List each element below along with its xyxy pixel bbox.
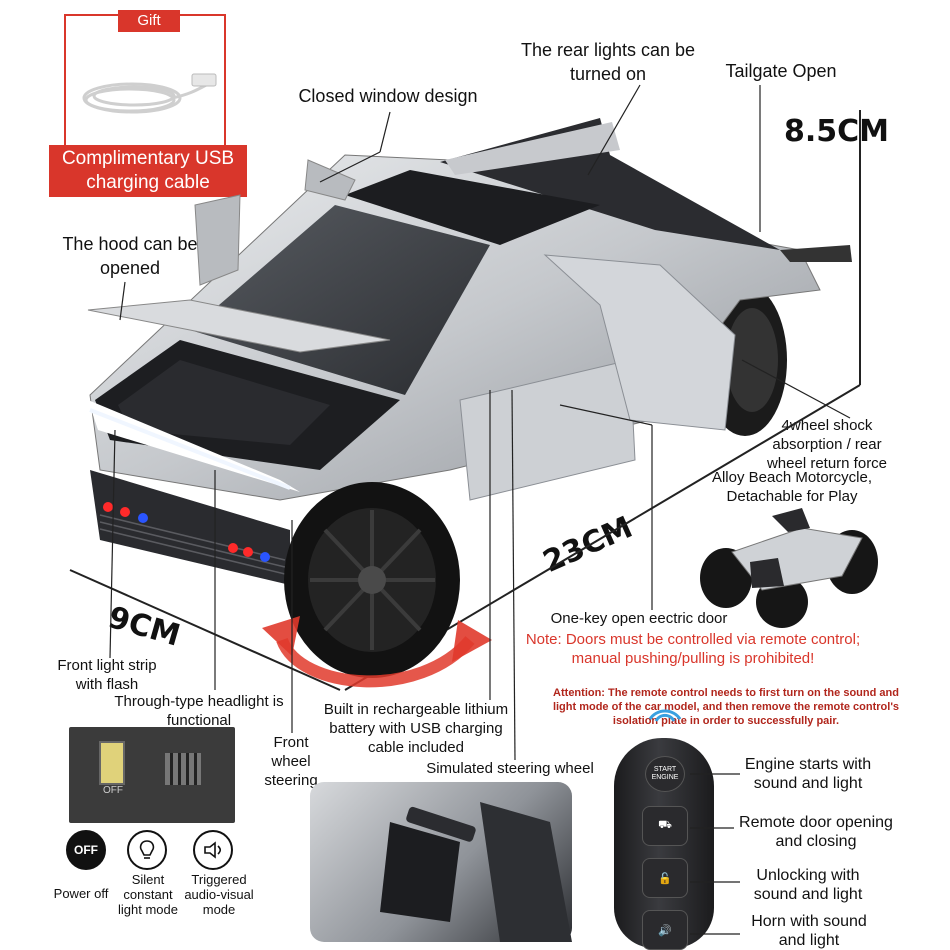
mode-power-off-label: Power off	[53, 886, 109, 901]
mode-audio-visual-label: Triggered audio-visual mode	[184, 872, 254, 917]
unlock-icon: 🔓	[658, 872, 672, 885]
switch-slider	[165, 753, 201, 785]
front-wheel	[284, 482, 460, 678]
callout-hood: The hood can be opened	[62, 234, 198, 278]
mode-constant-light-label: Silent constant light mode	[118, 872, 178, 917]
remote-door-button[interactable]: ⛟	[642, 806, 688, 846]
callout-rear-lights: The rear lights can be turned on	[520, 40, 696, 84]
remote-function-horn: Horn with sound and light	[751, 913, 867, 949]
speaker-shape-icon	[204, 841, 222, 859]
remote-leader-lines	[690, 773, 740, 935]
wireless-signal-icon	[648, 709, 682, 722]
callout-attention: Attention: The remote control needs to f…	[552, 687, 900, 727]
bulb-shape-icon	[139, 840, 155, 859]
callout-shock: 4wheel shock absorption / rear wheel ret…	[766, 417, 888, 472]
callout-tailgate: Tailgate Open	[725, 61, 837, 81]
gift-tag: Gift	[118, 10, 180, 32]
remote-function-engine: Engine starts with sound and light	[744, 756, 872, 792]
callout-front-strip: Front light strip with flash	[57, 657, 157, 693]
remote-function-door: Remote door opening and closing	[739, 814, 893, 850]
remote-horn-button[interactable]: 🔊	[642, 910, 688, 950]
steering-wheel-icon	[380, 802, 572, 942]
store-watermark: Store No.	[450, 578, 510, 594]
callout-closed-window: Closed window design	[298, 86, 478, 106]
light-bulb-icon	[127, 830, 167, 870]
remote-function-unlock: Unlocking with sound and light	[753, 867, 863, 903]
car-door-icon: ⛟	[658, 819, 672, 831]
callout-battery: Built in rechargeable lithium battery wi…	[323, 701, 509, 756]
steering-wheel-photo	[310, 782, 572, 942]
callout-electric-door: One-key open eectric door	[550, 610, 728, 627]
callout-front-wheel: Front wheel steering	[264, 734, 318, 789]
speaker-icon	[193, 830, 233, 870]
callout-leader-lines	[109, 84, 851, 761]
callout-alloy-motorcycle: Alloy Beach Motorcycle, Detachable for P…	[711, 469, 873, 505]
power-switch-photo: OFF	[69, 727, 235, 823]
switch-off-label: OFF	[103, 785, 123, 796]
remote-control: START ENGINE ⛟ 🔓 🔊	[614, 738, 714, 950]
callout-headlight: Through-type headlight is functional	[114, 693, 284, 729]
usb-port-icon	[99, 741, 125, 785]
rotation-arrow-icon	[276, 635, 475, 688]
remote-start-button[interactable]: START ENGINE	[645, 756, 685, 792]
callout-door-note: Note: Doors must be controlled via remot…	[525, 631, 861, 667]
remote-unlock-button[interactable]: 🔓	[642, 858, 688, 898]
usb-cable-banner: Complimentary USB charging cable	[49, 145, 247, 197]
truck-body	[87, 118, 852, 585]
alloy-motorcycle-image	[700, 508, 878, 628]
dimension-height: 8.5CM	[784, 114, 890, 149]
callout-steering-wheel: Simulated steering wheel	[426, 760, 594, 777]
usb-cable-icon	[82, 73, 217, 114]
power-off-icon: OFF	[66, 830, 106, 870]
horn-speaker-icon: 🔊	[658, 924, 672, 937]
